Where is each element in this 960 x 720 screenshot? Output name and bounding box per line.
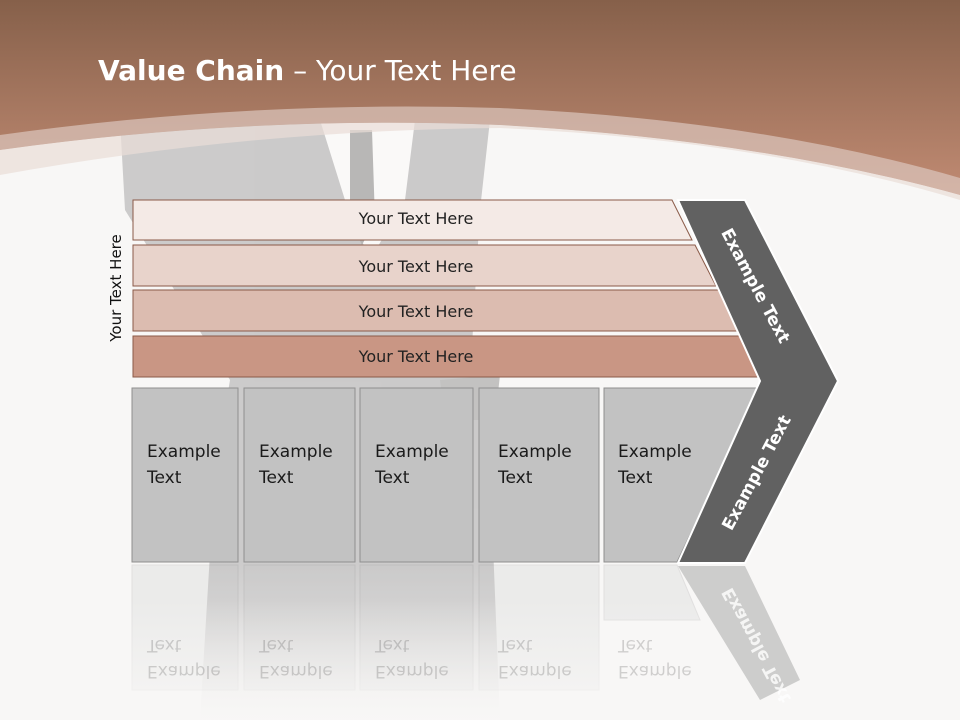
side-label: Your Text Here	[107, 234, 125, 342]
box-1-line2: Text	[147, 468, 182, 488]
slide-title: Value Chain – Your Text Here	[98, 54, 517, 87]
bar-3-label: Your Text Here	[358, 302, 474, 321]
box-1-shape	[131, 387, 239, 563]
box-4-line1: Example	[498, 442, 572, 462]
box-3-line1: Example	[375, 442, 449, 462]
box-5-line2: Text	[618, 468, 653, 488]
box-3-shape	[359, 387, 474, 563]
header-curve	[0, 106, 960, 195]
box-3-line2: Text	[375, 468, 410, 488]
bar-1-shape	[132, 199, 693, 241]
chevron-shape	[676, 199, 840, 564]
bar-4-label: Your Text Here	[358, 347, 474, 366]
box-4-shape	[478, 387, 600, 563]
title-bold: Value Chain	[98, 54, 285, 87]
box-5-line1: Example	[618, 442, 692, 462]
title-rest: – Your Text Here	[284, 54, 517, 87]
box-2-line2: Text	[259, 468, 294, 488]
box-4-line2: Text	[498, 468, 533, 488]
box-5-shape	[603, 387, 761, 563]
box-2-shape	[243, 387, 356, 563]
bar-2-label: Your Text Here	[358, 257, 474, 276]
bar-1-label: Your Text Here	[358, 209, 474, 228]
box-2-line1: Example	[259, 442, 333, 462]
box-1-line1: Example	[147, 442, 221, 462]
